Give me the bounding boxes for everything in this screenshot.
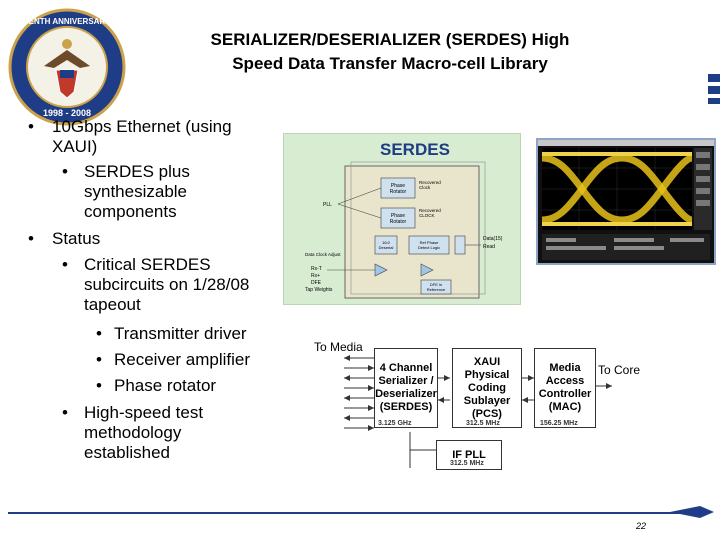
- svg-text:Tap Weights: Tap Weights: [305, 287, 333, 293]
- freq-pcs: 312.5 MHz: [466, 420, 500, 427]
- svg-text:Data Clock Adjust: Data Clock Adjust: [305, 252, 341, 257]
- svg-text:Phase: Phase: [391, 183, 405, 189]
- footer-arrow-icon: [670, 506, 714, 518]
- eye-diagram-screenshot: [536, 138, 716, 265]
- bullet-receiver-amplifier: Receiver amplifier: [114, 350, 251, 369]
- bullet-dot: •: [96, 324, 102, 343]
- freq-mac: 156.25 MHz: [540, 420, 578, 427]
- pll-label: PLL: [323, 202, 332, 208]
- bullet-dot: •: [28, 117, 34, 136]
- svg-text:Rx+: Rx+: [311, 273, 320, 279]
- bullet-transmitter-driver: Transmitter driver: [114, 324, 247, 343]
- svg-text:Rx-T: Rx-T: [311, 266, 322, 272]
- svg-text:Reference: Reference: [427, 287, 446, 292]
- svg-text:CLOCK: CLOCK: [419, 213, 435, 218]
- bullet-dot: •: [62, 162, 68, 181]
- xaui-arch-connectors: [344, 355, 612, 468]
- bullet-dot: •: [62, 403, 68, 422]
- svg-text:TENTH ANNIVERSARY: TENTH ANNIVERSARY: [24, 17, 111, 26]
- anniversary-seal-logo: TENTH ANNIVERSARY 1998 - 2008: [8, 8, 126, 126]
- bullet-dot: •: [96, 376, 102, 395]
- page-number: 22: [636, 521, 647, 531]
- svg-text:16:0: 16:0: [382, 240, 391, 245]
- svg-text:Data(15): Data(15): [483, 236, 503, 242]
- svg-text:Recovered: Recovered: [419, 208, 441, 213]
- svg-text:Rotator: Rotator: [390, 219, 407, 225]
- slide-title: SERIALIZER/DESERIALIZER (SERDES) High Sp…: [150, 28, 630, 76]
- svg-text:DFE: DFE: [311, 280, 322, 286]
- svg-text:Rotator: Rotator: [390, 189, 407, 195]
- svg-text:Recovered: Recovered: [419, 180, 441, 185]
- freq-serdes: 3.125 GHz: [378, 420, 412, 427]
- serdes-diagram-title: SERDES: [380, 140, 450, 159]
- bullet-phase-rotator: Phase rotator: [114, 376, 217, 395]
- to-core-label: To Core: [598, 363, 641, 377]
- svg-text:Deserial: Deserial: [379, 245, 394, 250]
- svg-text:Ref Phase: Ref Phase: [420, 240, 439, 245]
- bullet-status: Status: [52, 229, 101, 248]
- svg-text:Read: Read: [483, 244, 495, 250]
- if-pll-box: IF PLL: [436, 440, 502, 470]
- freq-pll: 312.5 MHz: [450, 460, 484, 467]
- svg-text:Clock: Clock: [419, 185, 431, 190]
- svg-text:1998 - 2008: 1998 - 2008: [43, 108, 91, 118]
- svg-text:Phase: Phase: [391, 213, 405, 219]
- bullet-dot: •: [96, 350, 102, 369]
- title-line-1: SERIALIZER/DESERIALIZER (SERDES) High: [210, 30, 570, 49]
- title-line-2: Speed Data Transfer Macro-cell Library: [232, 54, 548, 73]
- svg-text:DFE in: DFE in: [430, 282, 442, 287]
- footer-rule: [8, 512, 708, 514]
- bullet-dot: •: [62, 255, 68, 274]
- bullet-dot: •: [28, 229, 34, 248]
- edge-decoration: [708, 74, 720, 104]
- to-media-label: To Media: [314, 340, 363, 354]
- svg-text:Detect Logic: Detect Logic: [418, 245, 440, 250]
